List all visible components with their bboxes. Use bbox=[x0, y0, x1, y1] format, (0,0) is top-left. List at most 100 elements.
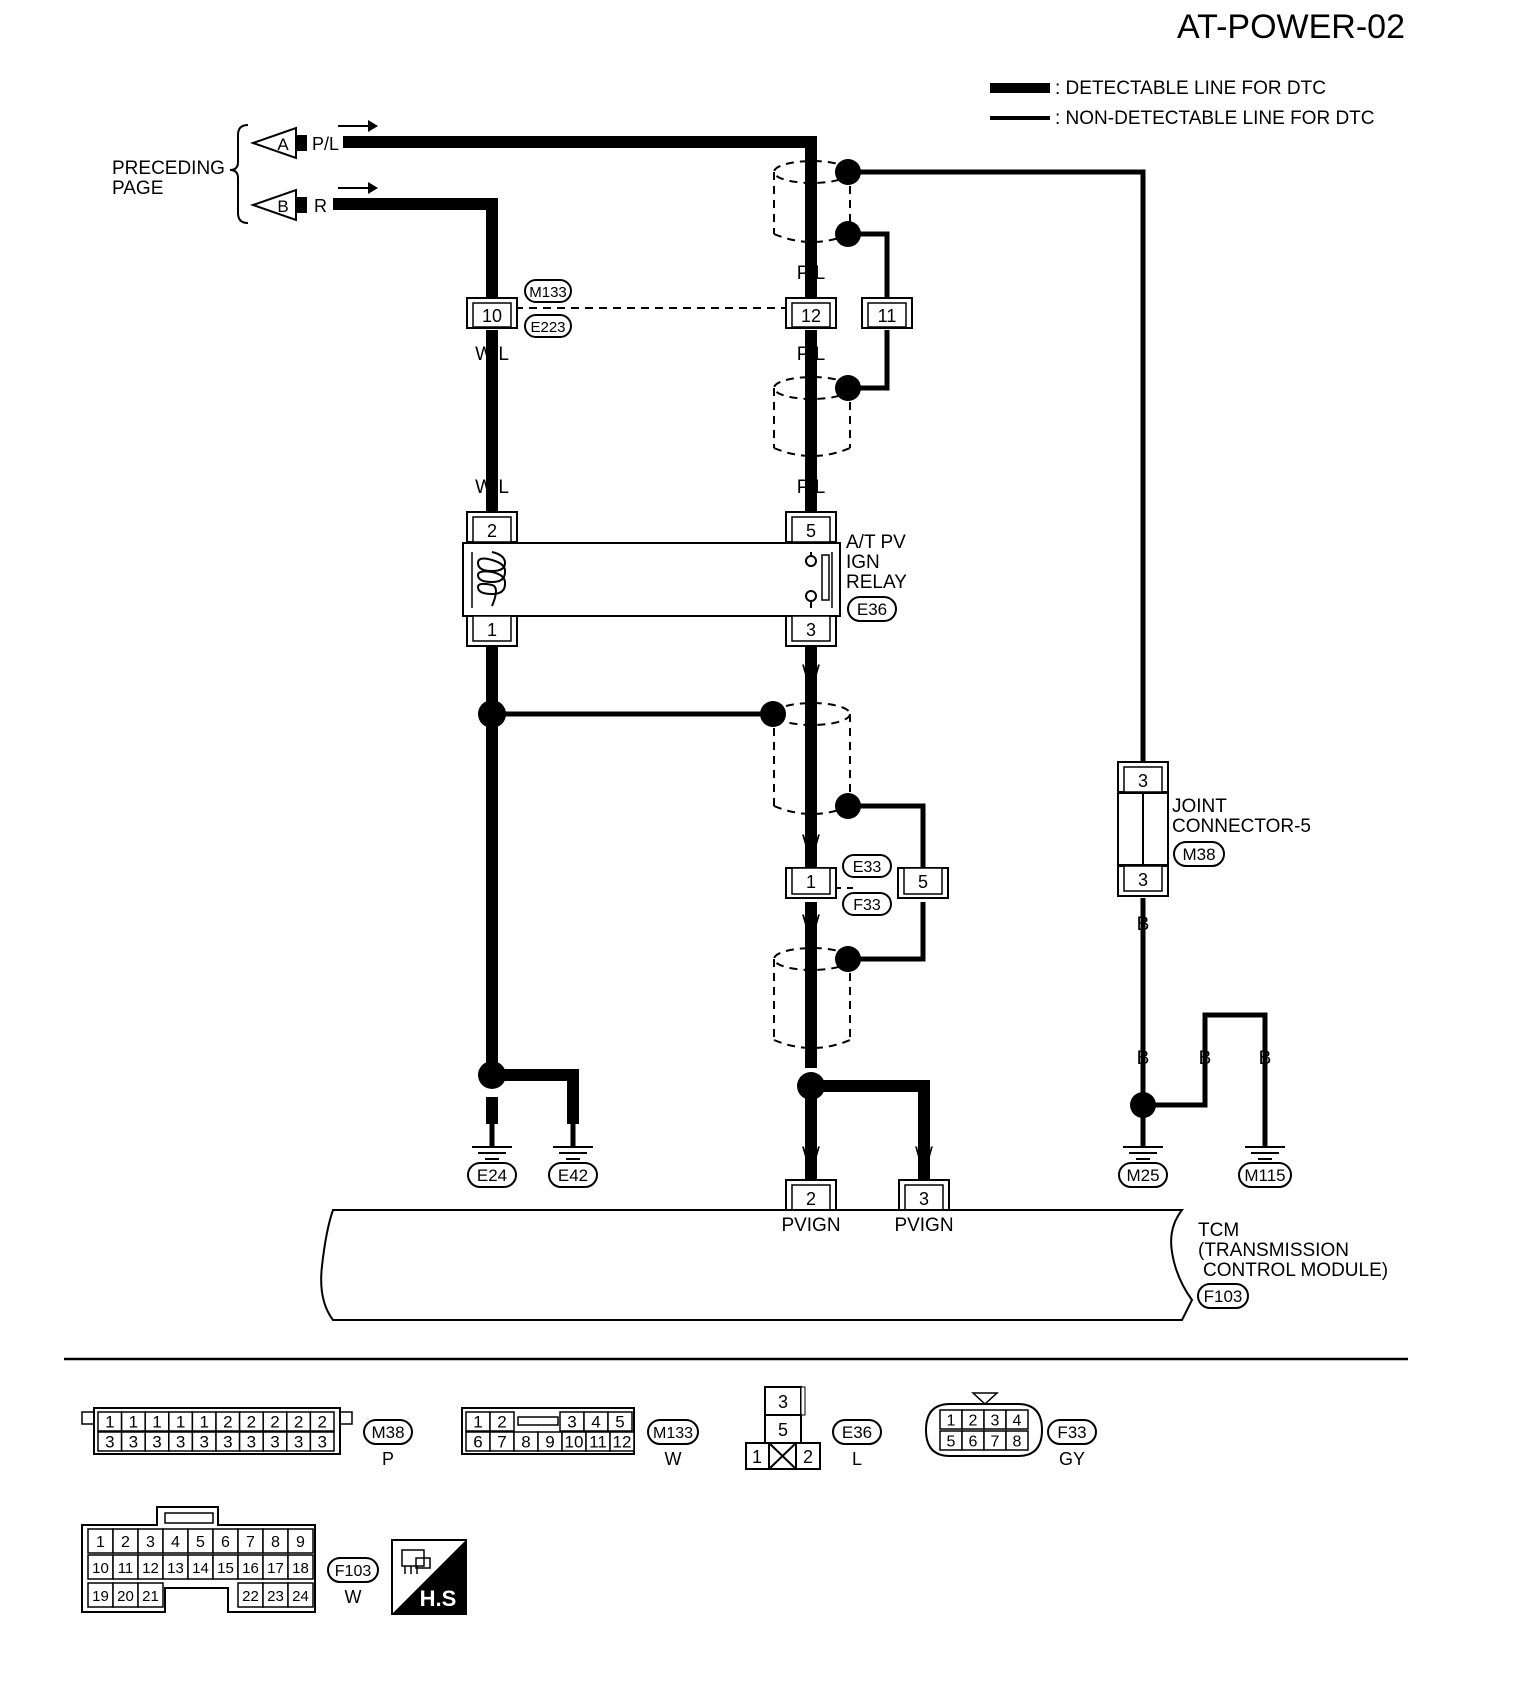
connector-pin-cell bbox=[137, 1582, 164, 1608]
connector-pin-label: 3 bbox=[270, 1433, 279, 1452]
connector-pin-label: 2 bbox=[294, 1413, 303, 1432]
splice-dot bbox=[478, 1061, 506, 1089]
connector-pin-label: 1 bbox=[947, 1413, 956, 1430]
connector-tag-label: F33 bbox=[853, 897, 881, 914]
connector-view-id: F103 bbox=[335, 1563, 372, 1580]
connector-pin-label: 1 bbox=[129, 1413, 138, 1432]
tcm-body bbox=[320, 1209, 1194, 1321]
connector-pin-cell bbox=[287, 1582, 314, 1608]
wire-label: W bbox=[802, 832, 820, 853]
connector-m133-e223: 10 12 11 M133 E223 bbox=[466, 279, 913, 338]
pin-label: 2 bbox=[803, 1447, 813, 1467]
relay-contact-icon bbox=[805, 590, 817, 602]
connector-pin-label: 10 bbox=[92, 1560, 109, 1577]
connector-pin-label: 7 bbox=[246, 1534, 255, 1551]
wire-label: B bbox=[1137, 1048, 1150, 1069]
connector-pin-label: 3 bbox=[105, 1433, 114, 1452]
f33-key-icon bbox=[971, 1392, 999, 1406]
legend-non-detectable: : NON-DETECTABLE LINE FOR DTC bbox=[1055, 108, 1375, 129]
pin-label: 5 bbox=[918, 872, 928, 892]
joint-connector-name-1: JOINT bbox=[1172, 796, 1227, 817]
connector-pin-label: 7 bbox=[991, 1434, 1000, 1451]
connector-pin-cell bbox=[137, 1554, 164, 1580]
legend: : DETECTABLE LINE FOR DTC : NON-DETECTAB… bbox=[990, 78, 1375, 129]
ref-a-tab bbox=[297, 135, 307, 151]
pin-label: 3 bbox=[1138, 870, 1148, 890]
ref-b-flow-arrowhead bbox=[368, 182, 378, 194]
pin-label: 5 bbox=[806, 521, 816, 541]
connector-pin-label: 8 bbox=[1013, 1434, 1022, 1451]
ref-a-flow-arrowhead bbox=[368, 120, 378, 132]
connector-pin-label: 6 bbox=[221, 1534, 230, 1551]
connector-pin-label: 10 bbox=[565, 1433, 584, 1452]
detectable-wires bbox=[333, 136, 930, 1180]
tcm-terminal-pvign: PVIGN bbox=[781, 1215, 840, 1236]
connector-pin-label: 1 bbox=[473, 1413, 482, 1432]
relay-coil-icon bbox=[476, 551, 507, 607]
connector-pin-label: 3 bbox=[152, 1433, 161, 1452]
connector-pin-label: 2 bbox=[497, 1413, 506, 1432]
connector-pin-label: 9 bbox=[296, 1534, 305, 1551]
preceding-page-brace bbox=[229, 124, 249, 224]
ref-b-tab bbox=[297, 197, 307, 213]
connector-pin-label: 2 bbox=[270, 1413, 279, 1432]
connector-pin-cell bbox=[607, 1411, 633, 1432]
connector-pin-cell bbox=[309, 1411, 335, 1432]
connector-pin-cell bbox=[237, 1582, 264, 1608]
tcm-terminal-pvign: PVIGN bbox=[894, 1215, 953, 1236]
connector-pin-label: 21 bbox=[142, 1588, 159, 1605]
connector-view-color: W bbox=[345, 1587, 362, 1607]
connector-pin-cell bbox=[262, 1554, 289, 1580]
connector-pin-label: 5 bbox=[947, 1434, 956, 1451]
pin-label: 2 bbox=[806, 1189, 816, 1209]
wire-label: B bbox=[486, 1108, 499, 1129]
connector-tag bbox=[524, 314, 572, 338]
pin-label: 1 bbox=[752, 1447, 762, 1467]
ref-b-wire-color: R bbox=[314, 196, 327, 216]
connector-pin-cell bbox=[1005, 1430, 1029, 1451]
preceding-page-line2: PAGE bbox=[112, 178, 163, 199]
connector-pin-label: 3 bbox=[991, 1413, 1000, 1430]
connector-pin-cell bbox=[262, 1528, 289, 1554]
wire-label: P/L bbox=[797, 477, 826, 498]
relay-contact-icon bbox=[805, 555, 817, 567]
connector-view-color: P bbox=[382, 1449, 394, 1469]
connector-tag bbox=[1173, 841, 1225, 867]
connector-tag bbox=[847, 596, 897, 622]
splice-dot bbox=[760, 701, 786, 727]
connector-pin-label: 3 bbox=[294, 1433, 303, 1452]
connector-pin-label: 2 bbox=[223, 1413, 232, 1432]
connector-pin-cell bbox=[212, 1528, 239, 1554]
pin-label: 2 bbox=[487, 521, 497, 541]
connector-pin-label: 13 bbox=[167, 1560, 184, 1577]
connector-pin-cell bbox=[187, 1528, 214, 1554]
ground-tag-e24: E24 bbox=[477, 1166, 507, 1185]
connector-pin-label: 2 bbox=[969, 1413, 978, 1430]
connector-pin-label: 18 bbox=[292, 1560, 309, 1577]
connector-pin-label: 6 bbox=[473, 1433, 482, 1452]
wire-label: B bbox=[1199, 1048, 1212, 1069]
connector-tag-label: M38 bbox=[1182, 845, 1215, 864]
splice-dot bbox=[835, 793, 861, 819]
connector-pin-label: 5 bbox=[196, 1534, 205, 1551]
connector-view-color: L bbox=[852, 1449, 862, 1469]
relay-name-2: IGN bbox=[846, 552, 880, 573]
connector-pin-label: 3 bbox=[199, 1433, 208, 1452]
wire-label: W bbox=[802, 662, 820, 683]
connector-pin-label: 2 bbox=[121, 1534, 130, 1551]
ground-tags: E24 E42 M25 M115 bbox=[467, 1162, 1292, 1188]
pin-label: 3 bbox=[806, 620, 816, 640]
connector-pin-label: 4 bbox=[1013, 1413, 1022, 1430]
tcm-name-1: TCM bbox=[1198, 1220, 1239, 1241]
connector-pin-label: 1 bbox=[105, 1413, 114, 1432]
connector-view-id: M38 bbox=[371, 1423, 404, 1442]
connector-pin-label: 12 bbox=[613, 1433, 632, 1452]
connector-pin-cell bbox=[489, 1411, 515, 1432]
connector-pin-label: 19 bbox=[92, 1588, 109, 1605]
connector-pin-cell bbox=[262, 1582, 289, 1608]
connector-pin-label: 4 bbox=[171, 1534, 180, 1551]
